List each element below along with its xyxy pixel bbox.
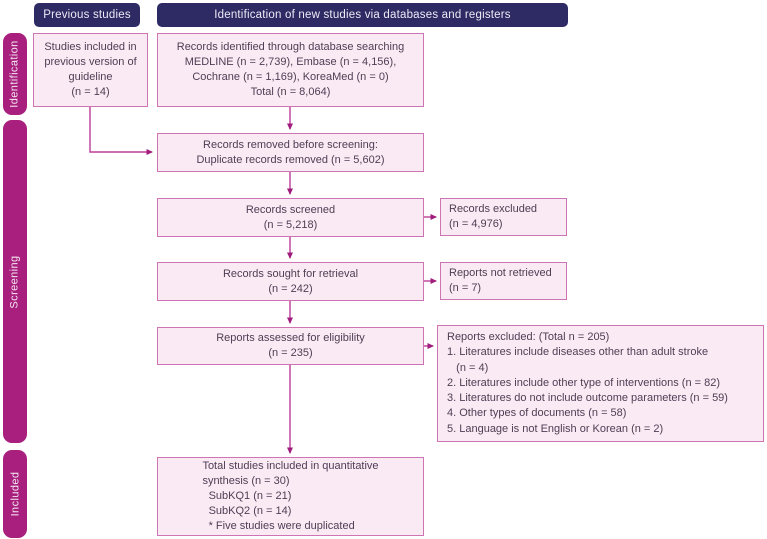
flow-box-records-sought: Records sought for retrieval (n = 242)	[157, 262, 424, 301]
stage-label-screening-text: Screening	[9, 254, 22, 309]
flow-box-reports-not-retrieved-text: Reports not retrieved (n = 7)	[449, 267, 552, 294]
flow-box-reports-assessed-text: Reports assessed for eligibility (n = 23…	[216, 332, 365, 359]
flow-box-reports-excluded-text: Reports excluded: (Total n = 205) 1. Lit…	[447, 331, 728, 435]
flow-box-records-excluded-text: Records excluded (n = 4,976)	[449, 203, 538, 230]
flow-box-records-identified-text: Records identified through database sear…	[176, 41, 405, 98]
stage-label-included-text: Included	[9, 471, 22, 517]
flow-box-records-sought-text: Records sought for retrieval (n = 242)	[222, 267, 359, 295]
flow-box-total-included-text: Total studies included in quantitative s…	[202, 460, 379, 532]
header-previous-studies-label: Previous studies	[43, 9, 131, 21]
flow-box-records-screened-text: Records screened (n = 5,218)	[245, 203, 336, 231]
flow-box-previous-included-text: Studies included in previous version of …	[44, 41, 137, 98]
flow-box-records-screened: Records screened (n = 5,218)	[157, 198, 424, 237]
flow-box-records-excluded: Records excluded (n = 4,976)	[440, 198, 567, 236]
flow-box-total-included: Total studies included in quantitative s…	[157, 457, 424, 536]
header-previous-studies: Previous studies	[34, 3, 140, 27]
arrow-previous-to-removed	[89, 107, 153, 155]
flow-box-reports-excluded: Reports excluded: (Total n = 205) 1. Lit…	[437, 325, 764, 442]
header-new-studies-label: Identification of new studies via databa…	[214, 9, 511, 21]
flow-box-reports-assessed: Reports assessed for eligibility (n = 23…	[157, 327, 424, 365]
stage-label-included: Included	[3, 450, 27, 538]
stage-label-screening: Screening	[3, 120, 27, 443]
flow-box-records-identified: Records identified through database sear…	[157, 33, 424, 107]
flow-box-records-removed-text: Records removed before screening: Duplic…	[196, 138, 385, 166]
header-new-studies: Identification of new studies via databa…	[157, 3, 568, 27]
flow-box-previous-included: Studies included in previous version of …	[33, 33, 148, 107]
stage-label-identification: Identification	[3, 33, 27, 115]
flow-box-reports-not-retrieved: Reports not retrieved (n = 7)	[440, 262, 567, 300]
flow-box-records-removed: Records removed before screening: Duplic…	[157, 133, 424, 172]
stage-label-identification-text: Identification	[9, 40, 21, 108]
